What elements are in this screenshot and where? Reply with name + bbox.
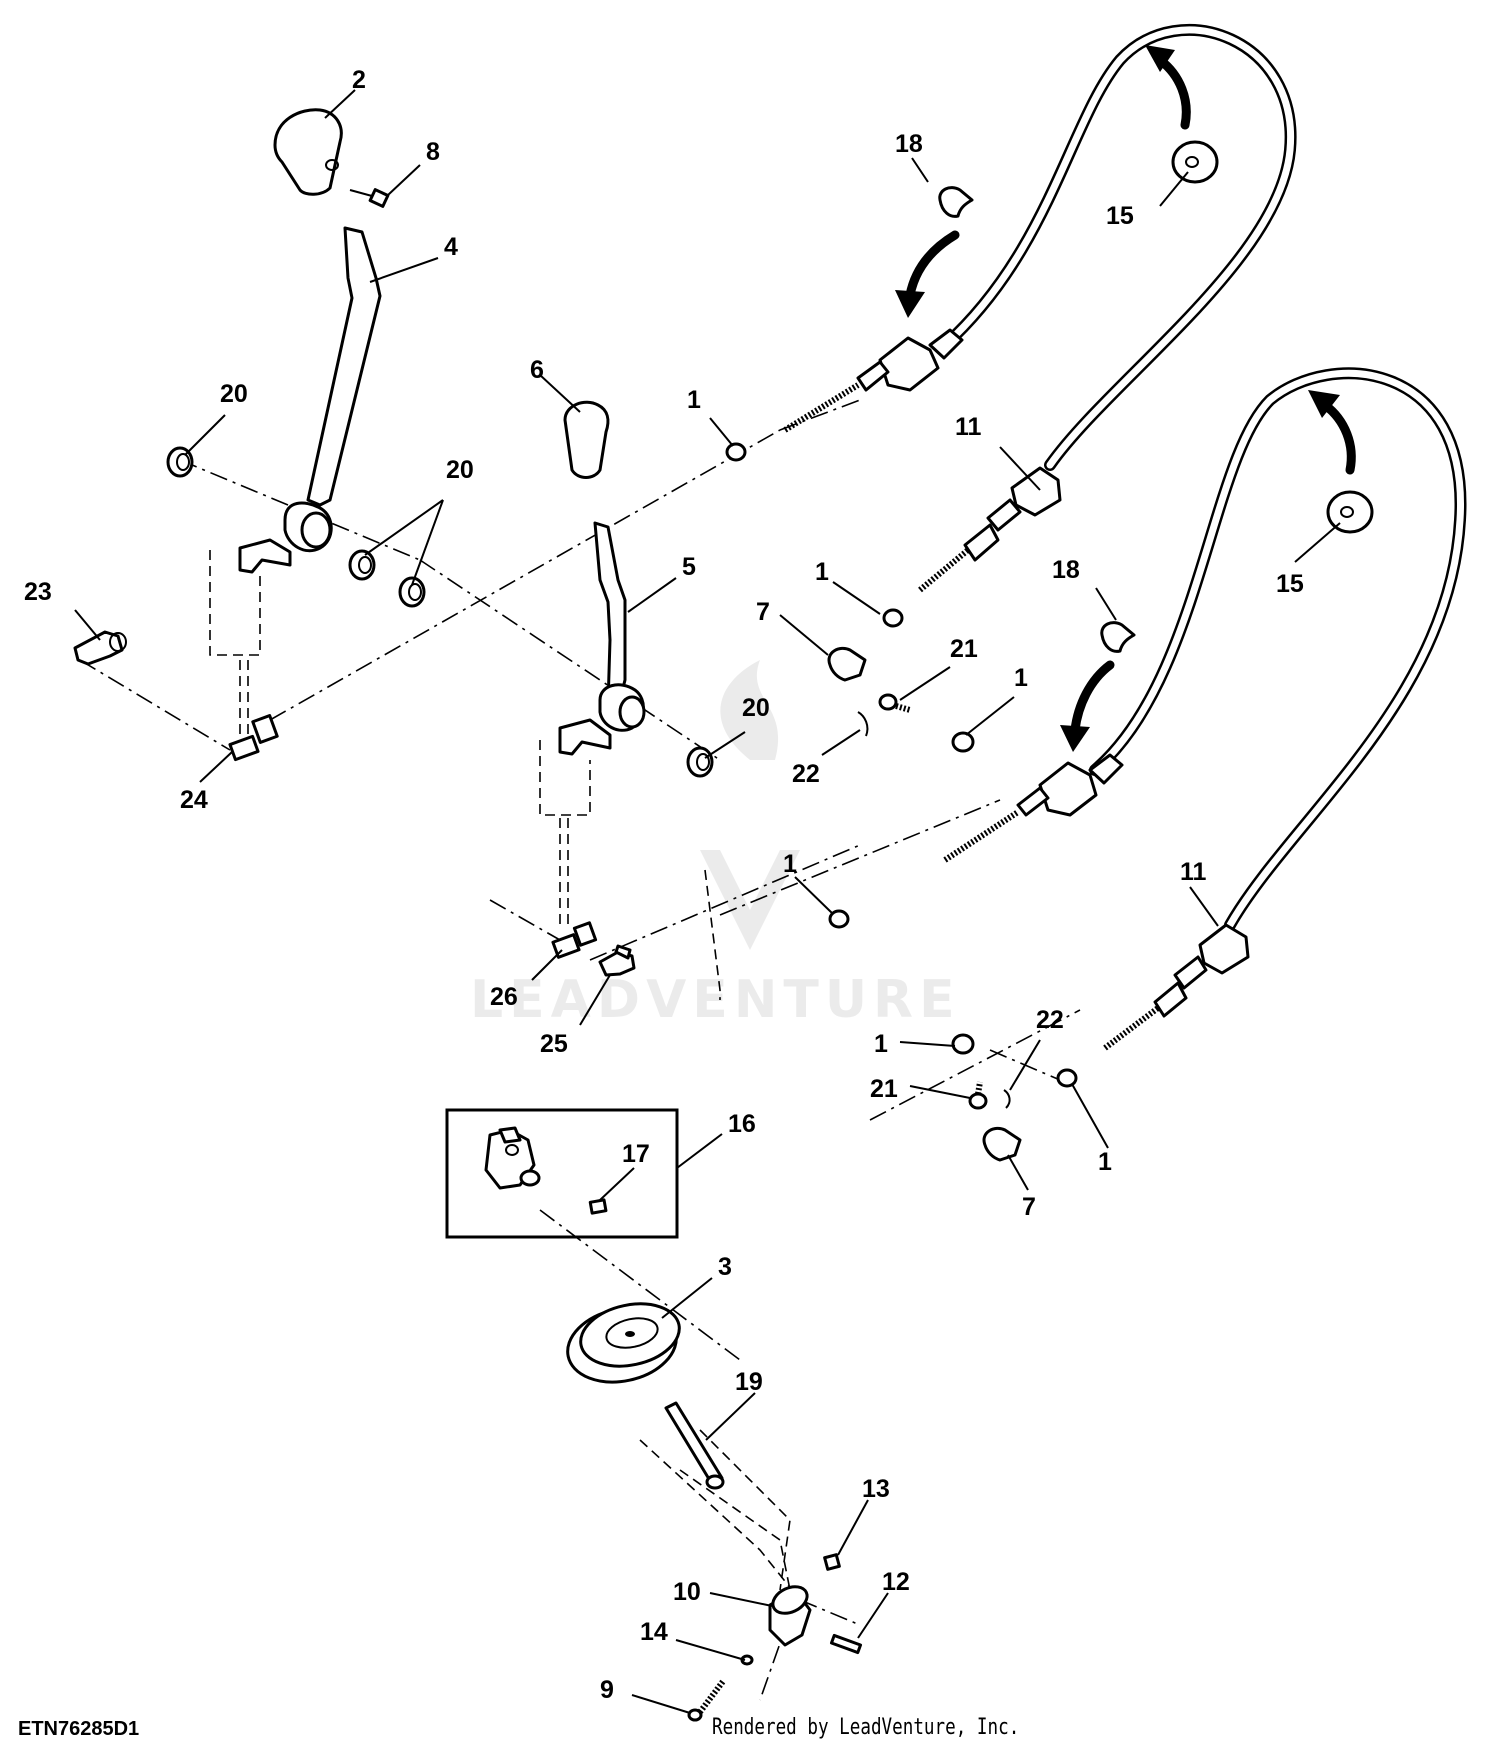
callout-labels: 2 8 4 20 20 23 24 6 1 5 20 11 18 15 15 1… [24, 66, 1304, 1704]
pin-part-22-lower [1003, 1089, 1011, 1109]
watermark-logo [700, 660, 800, 950]
callout-4: 4 [444, 233, 458, 261]
bolt-part-21-upper [878, 693, 911, 713]
callout-7: 7 [1022, 1193, 1036, 1221]
disc-part-3 [566, 1302, 681, 1384]
callout-1: 1 [874, 1030, 888, 1058]
shaft-part-19 [664, 1401, 725, 1490]
set-screw-part-17 [588, 1198, 608, 1215]
callout-15: 15 [1106, 202, 1134, 230]
clip-part-18-lower [1100, 621, 1136, 653]
washer-part-20-d [686, 746, 714, 778]
callout-1: 1 [783, 850, 797, 878]
callout-20: 20 [446, 456, 474, 484]
bolt-part-21-lower [968, 1081, 988, 1110]
watermark-text: LEADVENTURE [470, 970, 961, 1030]
link-boxes [209, 550, 801, 1601]
render-credit: Rendered by LeadVenture, Inc. [712, 1715, 1020, 1740]
figure-id: ETN76285D1 [18, 1718, 140, 1740]
nut-part-1-c [951, 731, 975, 753]
nut-part-1-a [725, 442, 747, 462]
washer-part-20-c [398, 576, 426, 608]
callout-1: 1 [1014, 664, 1028, 692]
arrows [895, 45, 1356, 752]
callout-22: 22 [792, 760, 820, 788]
callout-15: 15 [1276, 570, 1304, 598]
knob-part-2 [273, 108, 343, 196]
callout-21: 21 [950, 635, 978, 663]
callout-17: 17 [622, 1140, 650, 1168]
kit-box-part-16 [445, 1108, 679, 1239]
leader-lines [74, 89, 1341, 1714]
callout-14: 14 [640, 1618, 668, 1646]
callout-7: 7 [756, 598, 770, 626]
callout-8: 8 [426, 138, 440, 166]
callout-26: 26 [490, 983, 518, 1011]
ball-joint-part-7-upper [827, 646, 867, 682]
callout-13: 13 [862, 1475, 890, 1503]
knob-part-6 [563, 400, 610, 479]
bolt-part-8 [349, 188, 390, 208]
nut-part-1-b [882, 608, 904, 628]
callout-3: 3 [718, 1253, 732, 1281]
callout-24: 24 [180, 786, 208, 814]
callout-11: 11 [1180, 858, 1207, 886]
callout-16: 16 [728, 1110, 756, 1138]
set-screw-part-13 [823, 1553, 841, 1571]
ball-joint-part-7-lower [982, 1126, 1022, 1162]
bolt-part-9 [687, 1678, 727, 1722]
stud-part-24 [228, 714, 279, 762]
clip-part-18-upper [938, 186, 974, 218]
callout-5: 5 [682, 553, 696, 581]
callout-9: 9 [600, 1676, 614, 1704]
nut-part-1-e [951, 1033, 975, 1055]
pin-part-12 [829, 1633, 863, 1655]
callout-10: 10 [673, 1578, 701, 1606]
callout-2: 2 [352, 66, 366, 94]
alignment-lines [79, 399, 1081, 1701]
washer-part-20-b [348, 549, 376, 581]
callout-1: 1 [687, 386, 701, 414]
lever-part-5 [558, 521, 646, 756]
callout-23: 23 [24, 578, 52, 606]
callout-20: 20 [742, 694, 770, 722]
callout-11: 11 [955, 413, 982, 441]
callout-6: 6 [530, 356, 544, 384]
cable-part-11-upper [783, 23, 1297, 593]
callout-21: 21 [870, 1075, 898, 1103]
callout-12: 12 [882, 1568, 910, 1596]
callout-1: 1 [815, 558, 829, 586]
callout-19: 19 [735, 1368, 763, 1396]
nut-part-1-d [828, 909, 850, 929]
grommet-part-15-upper [1171, 140, 1219, 184]
pin-part-22-upper [857, 711, 869, 737]
callout-1: 1 [1098, 1148, 1112, 1176]
lever-part-4 [238, 226, 382, 574]
grommet-part-15-lower [1326, 490, 1374, 534]
nut-part-1-f [1056, 1068, 1078, 1088]
callout-18: 18 [895, 130, 923, 158]
callout-25: 25 [540, 1030, 568, 1058]
hub-part-10 [768, 1585, 812, 1647]
clip-part-25 [598, 944, 636, 977]
callout-18: 18 [1052, 556, 1080, 584]
callout-22: 22 [1036, 1006, 1064, 1034]
clip-part-23 [73, 630, 127, 666]
cable-part-11-lower [943, 367, 1467, 1051]
callout-20: 20 [220, 380, 248, 408]
